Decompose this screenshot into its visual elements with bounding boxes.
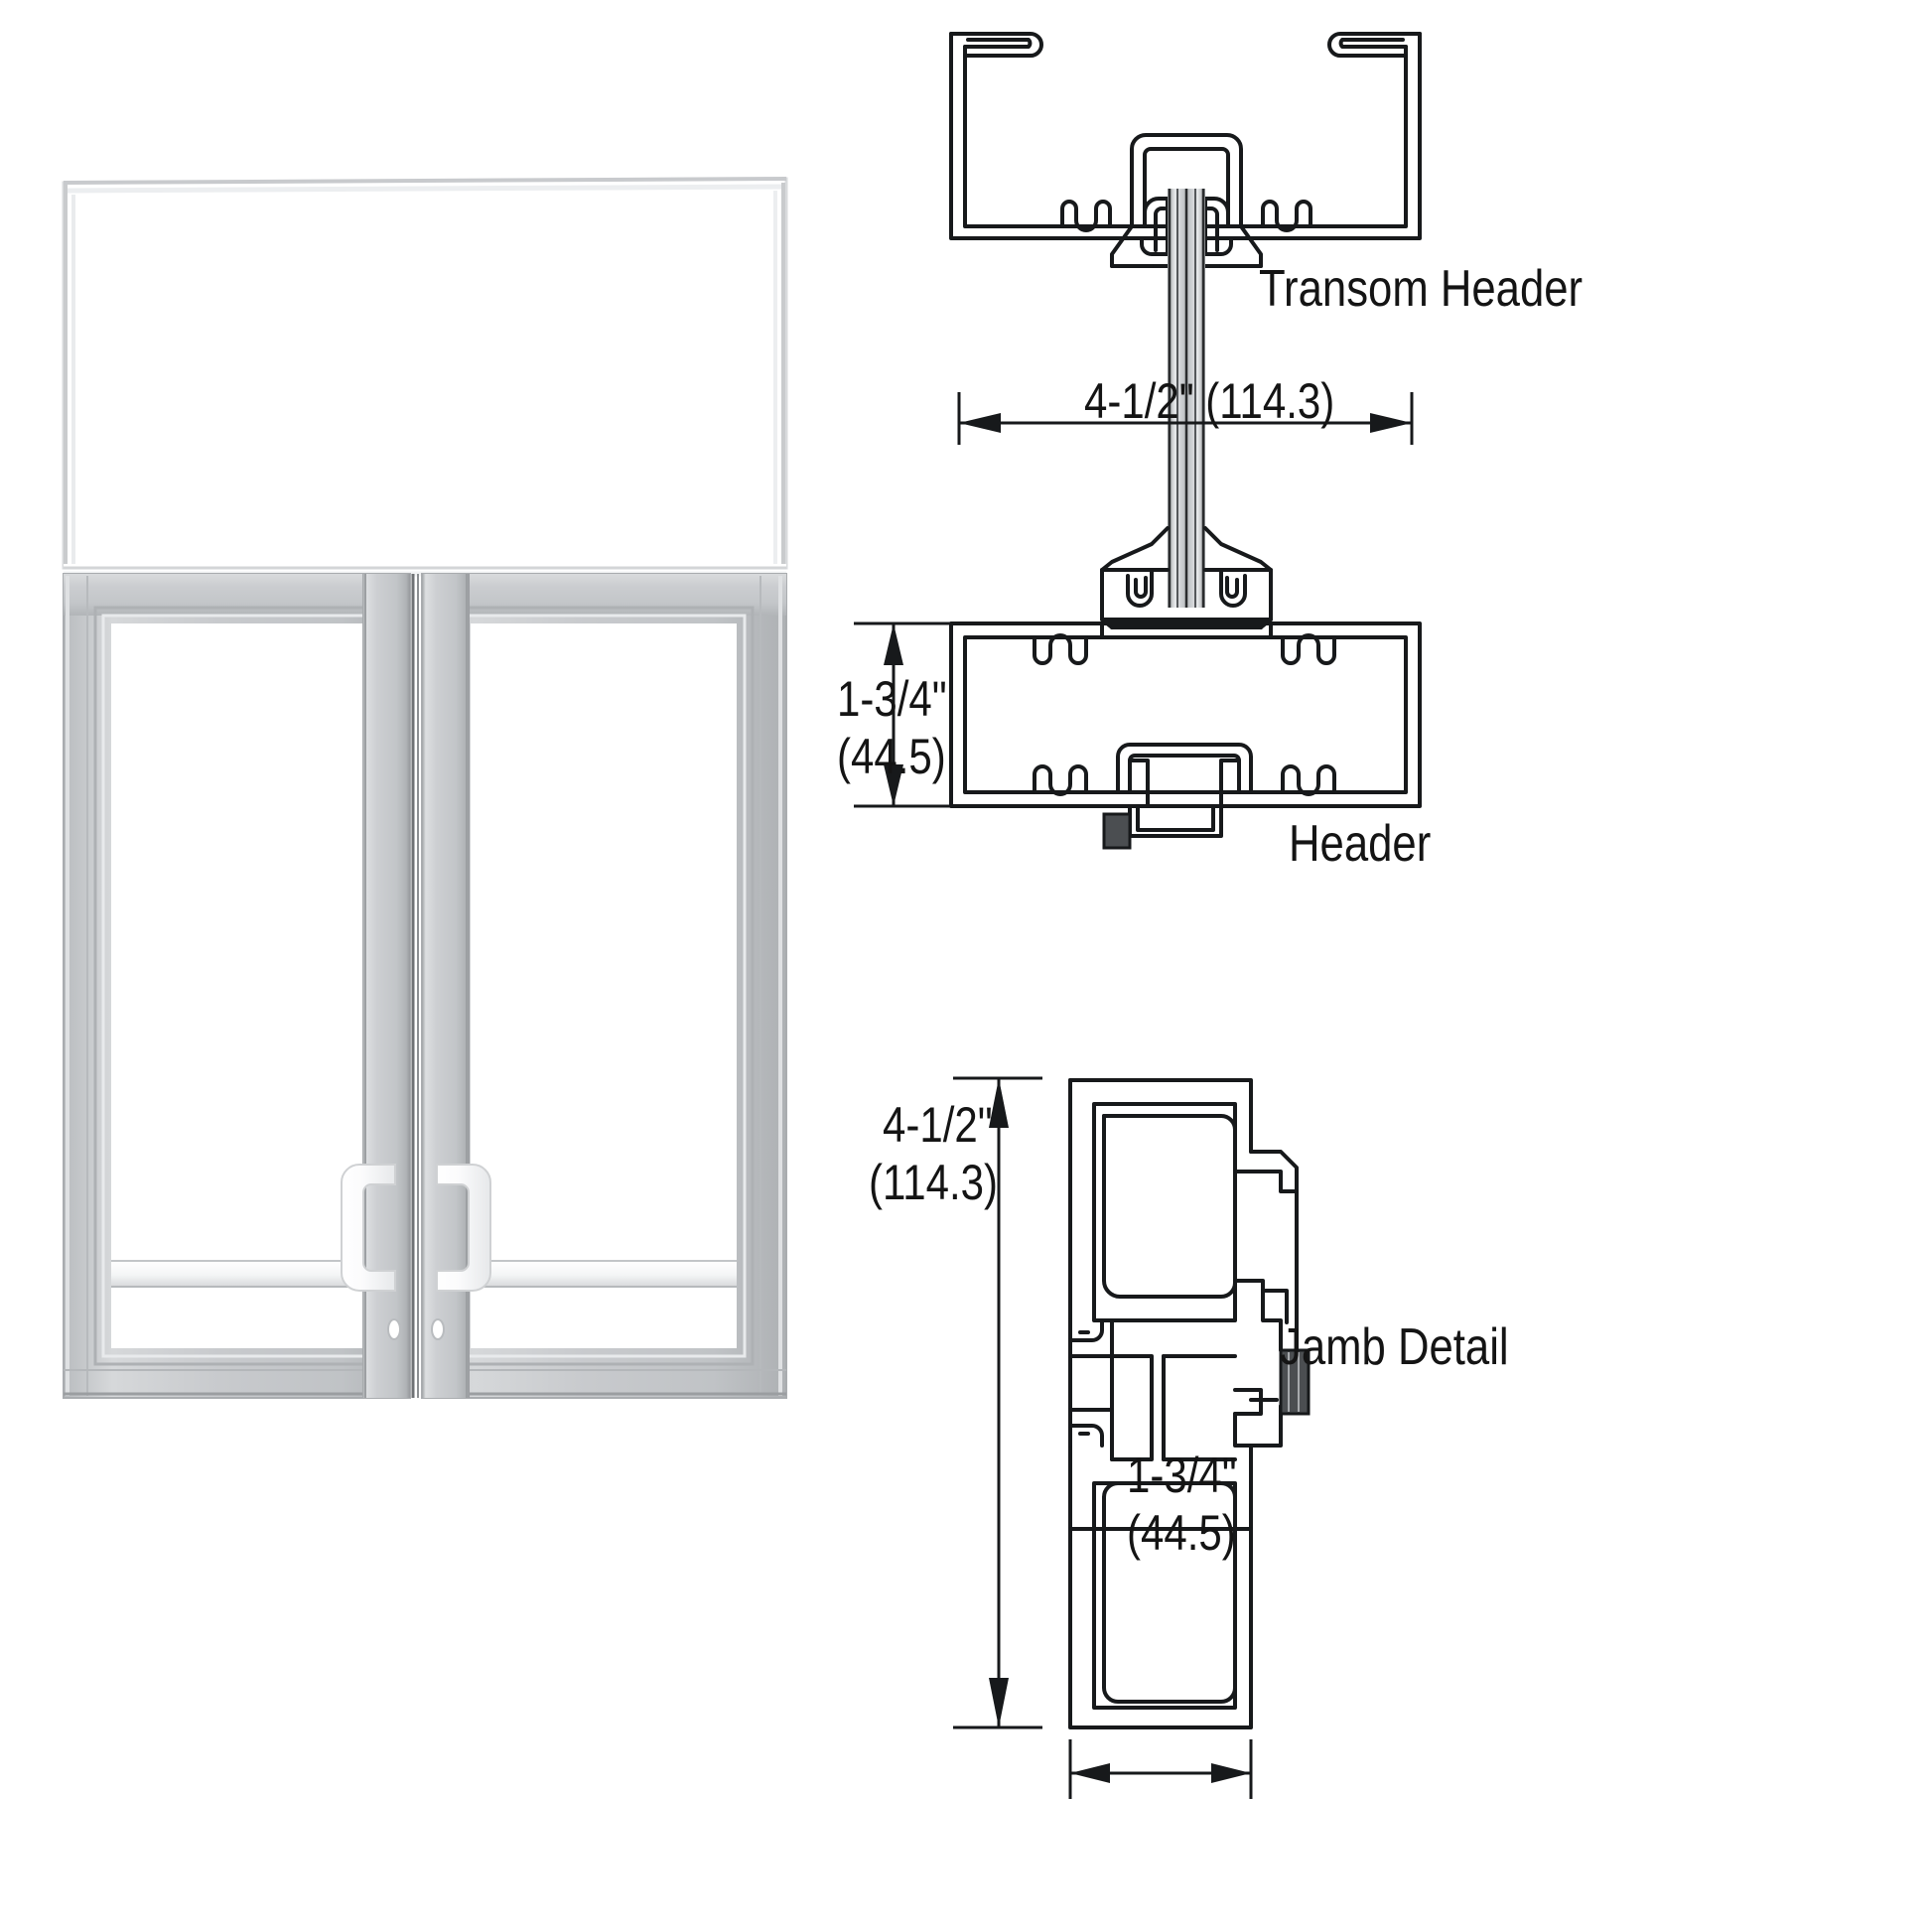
- jamb-weatherstrip: [1279, 1348, 1311, 1416]
- door-elevation-drawing: [62, 177, 788, 1399]
- jamb-depth-dimension-label-line1: 4-1/2": [883, 1097, 993, 1153]
- header-depth-dimension: [854, 621, 951, 808]
- header-title: Header: [1289, 815, 1432, 873]
- transom-glass: [77, 197, 772, 564]
- left-pull-handle[interactable]: [341, 1164, 396, 1292]
- header-width-dimension-label: 4-1/2" (114.3): [1084, 373, 1335, 429]
- jamb-width-dimension: [1068, 1739, 1253, 1799]
- header-section: [949, 621, 1422, 838]
- jamb-width-dimension-label-line2: (44.5): [1127, 1505, 1236, 1561]
- jamb-depth-dimension-label-line2: (114.3): [869, 1155, 998, 1210]
- jamb-depth-dimension: [953, 1076, 1042, 1729]
- right-pull-handle[interactable]: [436, 1164, 491, 1292]
- left-meeting-stile: [362, 574, 410, 1398]
- jamb-section: [1068, 1078, 1299, 1729]
- header-depth-dimension-label-line1: 1-3/4": [837, 671, 947, 727]
- header-width-dimension: [957, 392, 1414, 445]
- transom-assembly: [62, 177, 788, 570]
- transom-header-title: Transom Header: [1259, 260, 1584, 318]
- left-door-leaf[interactable]: [63, 573, 411, 1399]
- jamb-width-dimension-label-line1: 1-3/4": [1127, 1448, 1237, 1503]
- meeting-stiles: [362, 574, 470, 1398]
- header-glass: [1168, 449, 1205, 608]
- profile-details-drawing: [854, 32, 1422, 1799]
- header-glazing-pocket: [1100, 526, 1273, 629]
- jamb-detail-title: Jamb Detail: [1280, 1318, 1509, 1376]
- right-lock-cylinder[interactable]: [431, 1318, 445, 1340]
- right-leaf-glass: [471, 623, 737, 1348]
- header-depth-dimension-label-line2: (44.5): [837, 729, 946, 784]
- left-leaf-glass: [111, 623, 362, 1348]
- right-meeting-stile: [422, 574, 470, 1398]
- header-weatherstrip: [1102, 812, 1132, 850]
- horizontal-push-bar[interactable]: [111, 1260, 737, 1288]
- left-lock-cylinder[interactable]: [387, 1318, 401, 1340]
